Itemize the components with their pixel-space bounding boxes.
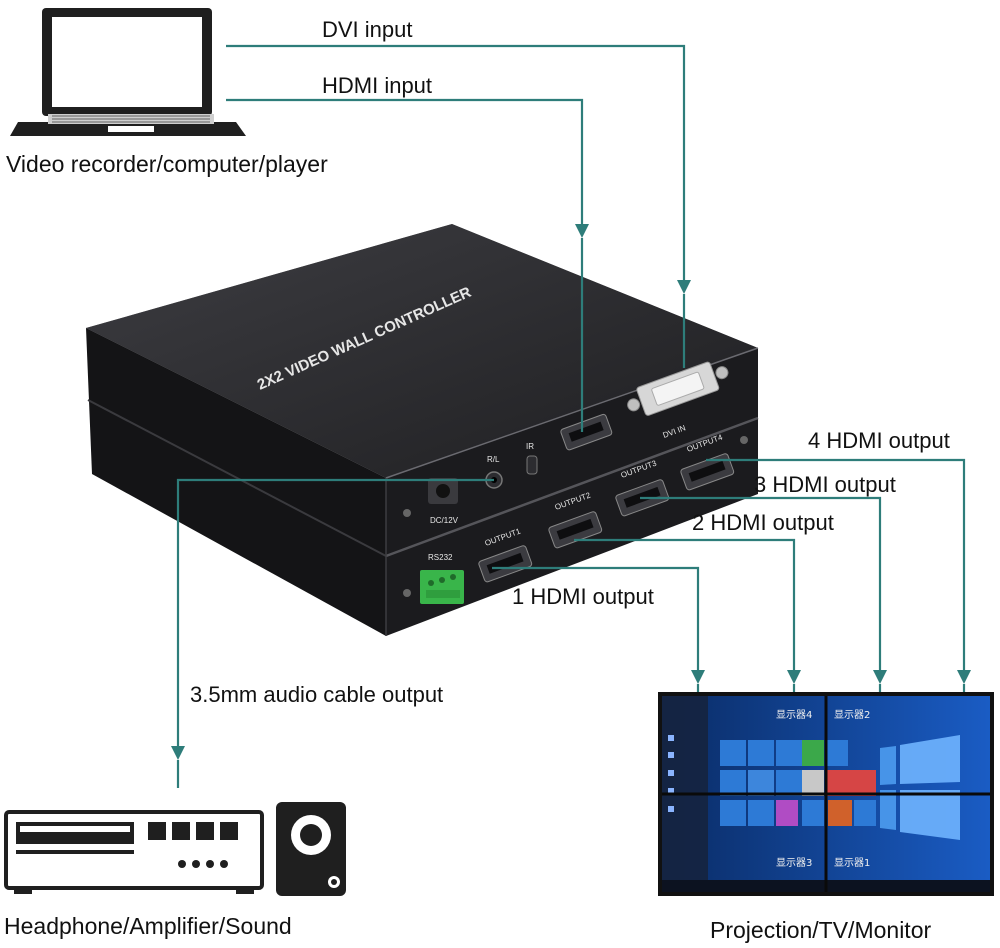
hdmi-output-port-4-icon [680,453,735,491]
hdmi-arrow-icon [575,224,589,238]
screw-icon [740,436,748,444]
rs232-label: RS232 [428,553,453,562]
ir-label: IR [526,442,534,451]
audio-device-label: Headphone/Amplifier/Sound [4,913,292,939]
hdmi-output-2-wire [574,538,796,672]
hdmi-input-label: HDMI input [322,73,432,98]
quadrant-label-bottom-left: 显示器3 [776,857,812,869]
output-2-arrow-icon [787,670,801,684]
video-wall-controller: 2X2 VIDEO WALL CONTROLLER DC/12V R/L IR … [86,224,759,636]
hdmi-output-3-wire [640,496,882,672]
output-4-arrow-icon [957,670,971,684]
output-3-arrow-icon [873,670,887,684]
power-port-label: DC/12V [430,516,459,525]
source-device-label: Video recorder/computer/player [6,151,328,177]
audio-output-wire [176,478,494,748]
dvi-input-port-icon [627,361,729,416]
hdmi-output-2-label: 2 HDMI output [692,510,834,535]
start-tiles [720,740,876,826]
screw-icon [403,509,411,517]
hdmi-output-1-label: 1 HDMI output [512,584,654,609]
quadrant-label-top-left: 显示器4 [776,709,812,721]
screw-icon [403,589,411,597]
quadrant-label-bottom-right: 显示器1 [834,857,870,869]
audio-arrow-icon [171,746,185,760]
laptop-icon [10,8,246,136]
windows-logo-icon [880,735,960,840]
audio-output-label: 3.5mm audio cable output [190,682,443,707]
dvi-input-label: DVI input [322,17,413,42]
amplifier-icon [4,810,264,894]
quadrant-label-top-right: 显示器2 [834,709,870,721]
hdmi-output-1-wire [492,566,700,672]
hdmi-input-wire [226,98,584,226]
dvi-input-wire [226,44,686,282]
connection-wires [171,44,971,788]
hdmi-output-4-label: 4 HDMI output [808,428,950,453]
speaker-icon [276,802,346,896]
ir-sensor-icon [526,455,538,475]
display-device-label: Projection/TV/Monitor [710,917,931,943]
rs232-terminal-icon [420,570,464,604]
display-wall: 显示器4 显示器2 显示器3 显示器1 [658,692,994,896]
output-1-arrow-icon [691,670,705,684]
hdmi-output-4-wire [706,458,966,672]
audio-jack-label: R/L [487,455,500,464]
dvi-arrow-icon [677,280,691,294]
hdmi-output-3-label: 3 HDMI output [754,472,896,497]
